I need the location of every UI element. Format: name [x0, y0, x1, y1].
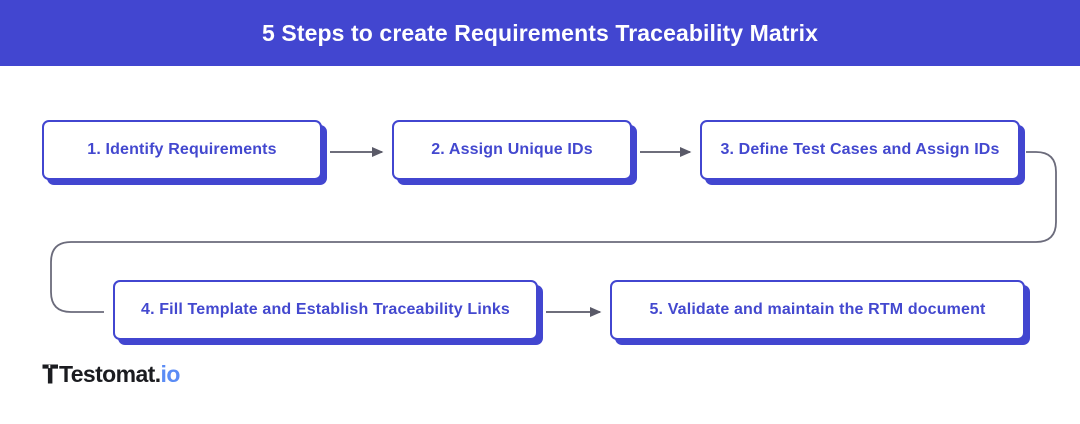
step-box-1[interactable]: 1. Identify Requirements [42, 120, 322, 180]
step-box-5[interactable]: 5. Validate and maintain the RTM documen… [610, 280, 1025, 340]
page-title: 5 Steps to create Requirements Traceabil… [262, 19, 818, 46]
header-bar: 5 Steps to create Requirements Traceabil… [0, 0, 1080, 66]
step-box-2[interactable]: 2. Assign Unique IDs [392, 120, 632, 180]
step-box-2-label: 2. Assign Unique IDs [431, 141, 593, 158]
step-box-3-label: 3. Define Test Cases and Assign IDs [720, 141, 1000, 158]
step-box-3[interactable]: 3. Define Test Cases and Assign IDs [700, 120, 1020, 180]
logo-text: Testomat.io [59, 361, 181, 387]
step-box-1-label: 1. Identify Requirements [87, 141, 277, 158]
logo-text-accent: io [160, 361, 181, 387]
logo-text-dark: Testomat. [59, 361, 161, 387]
testomat-t-icon [42, 364, 59, 384]
brand-logo[interactable]: Testomat.io [42, 360, 180, 388]
step-box-4[interactable]: 4. Fill Template and Establish Traceabil… [113, 280, 538, 340]
step-box-4-label: 4. Fill Template and Establish Traceabil… [141, 301, 510, 318]
step-box-5-label: 5. Validate and maintain the RTM documen… [649, 301, 986, 318]
